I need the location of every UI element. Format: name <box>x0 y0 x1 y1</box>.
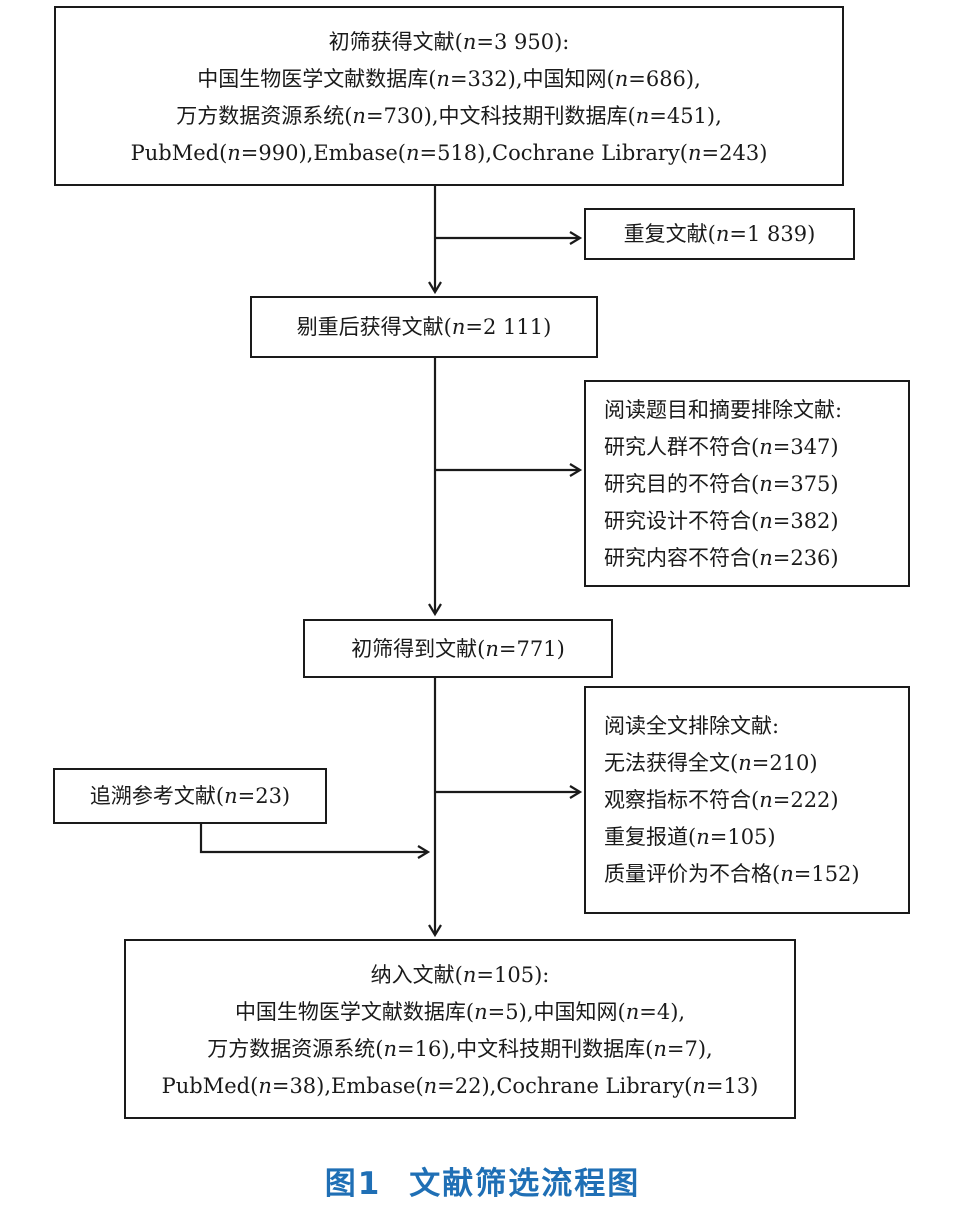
after-screening-label: 初筛得到文献(n=771) <box>351 637 565 661</box>
initial-search-line: 万方数据资源系统(n=730),中文科技期刊数据库(n=451), <box>176 104 722 128</box>
initial-search-line: 中国生物医学文献数据库(n=332),中国知网(n=686), <box>197 67 701 91</box>
included-line: 纳入文献(n=105): <box>370 963 550 987</box>
title-abstract-excluded-box: 阅读题目和摘要排除文献: 研究人群不符合(n=347) 研究目的不符合(n=37… <box>584 380 910 587</box>
included-line: 万方数据资源系统(n=16),中文科技期刊数据库(n=7), <box>207 1037 713 1061</box>
references-traced-label: 追溯参考文献(n=23) <box>89 784 291 808</box>
included-box: 纳入文献(n=105): 中国生物医学文献数据库(n=5),中国知网(n=4),… <box>124 939 796 1119</box>
duplicates-label: 重复文献(n=1 839) <box>623 222 816 246</box>
exclusion-line: 研究设计不符合(n=382) <box>604 509 839 533</box>
figure-title: 文献筛选流程图 <box>409 1166 641 1202</box>
figure-caption: 图1 文献筛选流程图 <box>0 1158 965 1203</box>
initial-search-box: 初筛获得文献(n=3 950): 中国生物医学文献数据库(n=332),中国知网… <box>54 6 844 186</box>
references-traced-box: 追溯参考文献(n=23) <box>53 768 327 824</box>
exclusion-line: 阅读题目和摘要排除文献: <box>604 398 843 422</box>
exclusion-line: 无法获得全文(n=210) <box>604 751 818 775</box>
initial-search-line: PubMed(n=990),Embase(n=518),Cochrane Lib… <box>130 141 768 165</box>
exclusion-line: 研究目的不符合(n=375) <box>604 472 839 496</box>
initial-search-line: 初筛获得文献(n=3 950): <box>328 30 570 54</box>
after-dedup-label: 剔重后获得文献(n=2 111) <box>296 315 552 339</box>
exclusion-line: 观察指标不符合(n=222) <box>604 788 839 812</box>
exclusion-line: 研究人群不符合(n=347) <box>604 435 839 459</box>
fulltext-excluded-box: 阅读全文排除文献: 无法获得全文(n=210) 观察指标不符合(n=222) 重… <box>584 686 910 914</box>
exclusion-line: 阅读全文排除文献: <box>604 714 780 738</box>
included-line: PubMed(n=38),Embase(n=22),Cochrane Libra… <box>161 1074 759 1098</box>
duplicates-box: 重复文献(n=1 839) <box>584 208 855 260</box>
figure-number: 图1 <box>324 1166 382 1202</box>
arrow-references-to-main <box>199 822 431 859</box>
exclusion-line: 质量评价为不合格(n=152) <box>604 862 860 886</box>
after-screening-box: 初筛得到文献(n=771) <box>303 619 613 678</box>
included-line: 中国生物医学文献数据库(n=5),中国知网(n=4), <box>234 1000 686 1024</box>
after-dedup-box: 剔重后获得文献(n=2 111) <box>250 296 598 358</box>
exclusion-line: 研究内容不符合(n=236) <box>604 546 839 570</box>
exclusion-line: 重复报道(n=105) <box>604 825 776 849</box>
